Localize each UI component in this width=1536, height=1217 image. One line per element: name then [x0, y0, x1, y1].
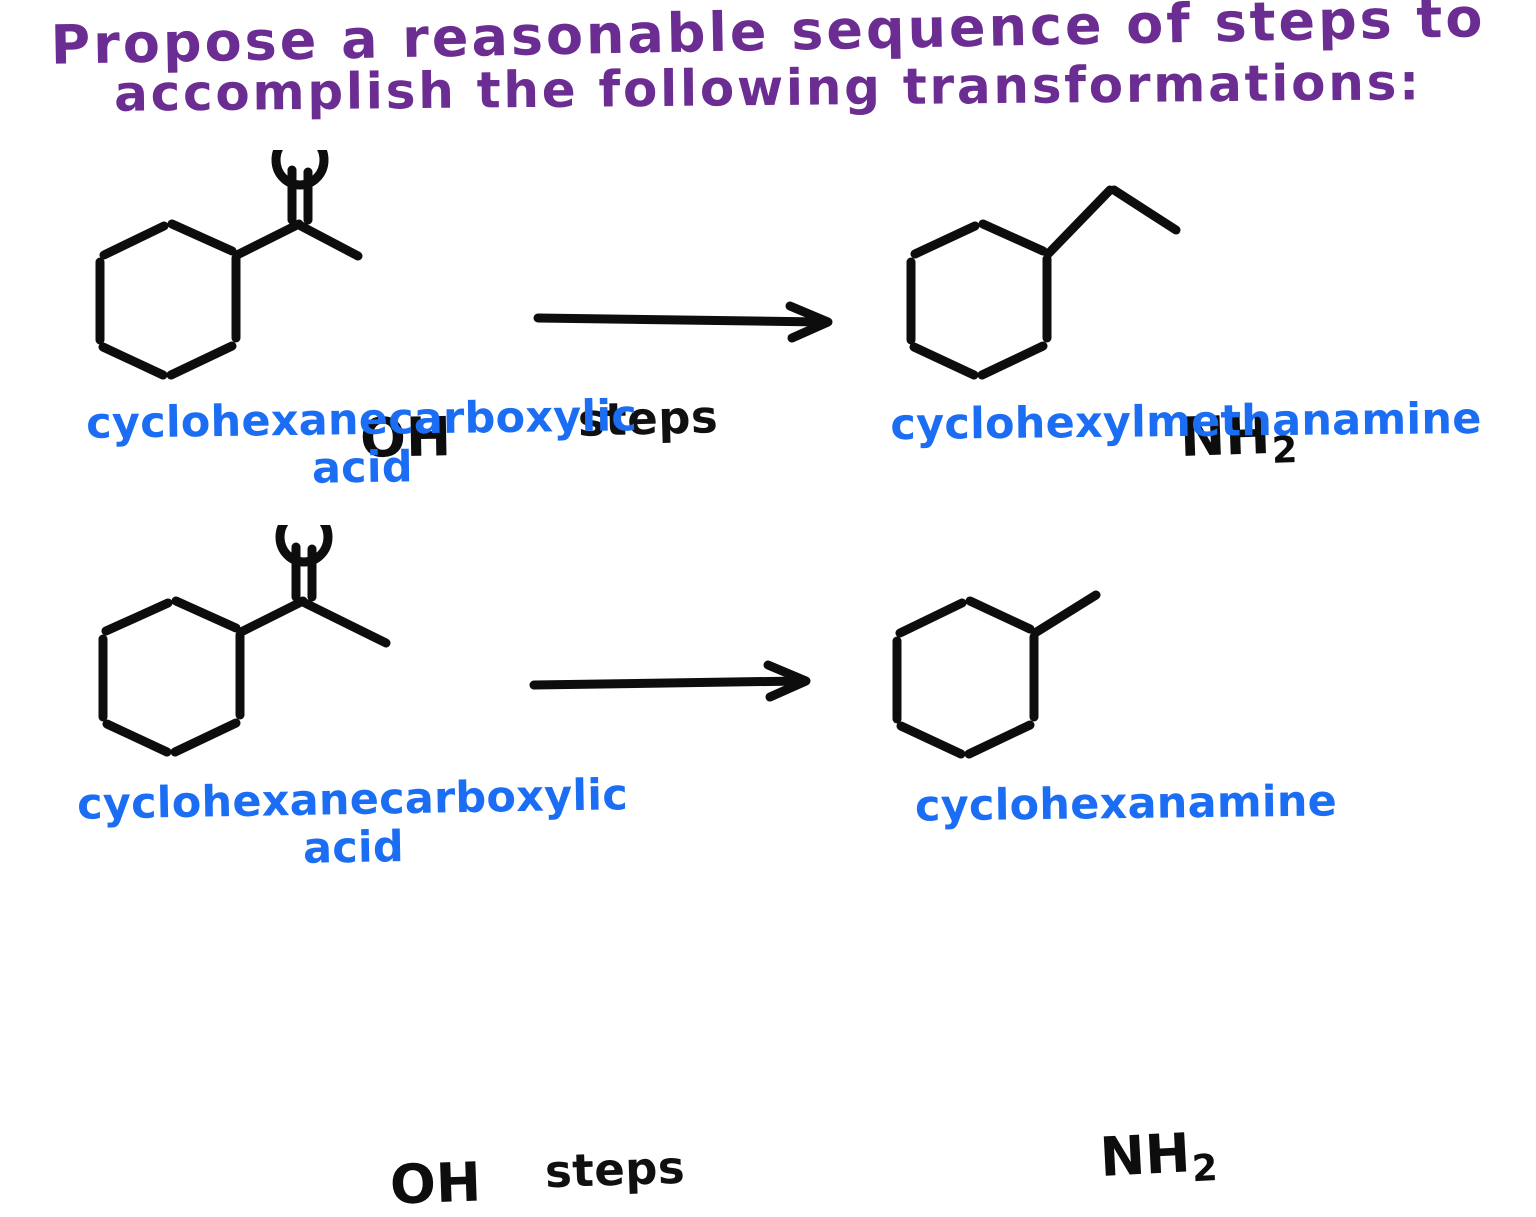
compound-label-line2: acid — [311, 442, 414, 494]
page-title: Propose a reasonable sequence of steps t… — [0, 0, 1536, 123]
reaction-1-structures — [95, 150, 1181, 380]
oxygen-atom-reactant-1 — [271, 150, 329, 190]
oxygen-atom-reactant-2 — [275, 525, 333, 567]
reaction-arrow-2 — [529, 660, 811, 702]
reaction-arrow-1 — [533, 301, 833, 343]
compound-label-line1: cyclohexanecarboxylic — [85, 391, 638, 449]
reaction-2-structures — [98, 525, 1101, 759]
reaction-scheme-2: OH NH2 steps — [0, 525, 1536, 1217]
arrow-label-steps-2: steps — [544, 1140, 686, 1199]
cyclohexane-ring-product-2 — [892, 596, 1039, 759]
title-line-2: accomplish the following transformations… — [113, 53, 1423, 123]
cyclohexane-ring-reactant-1 — [95, 219, 241, 380]
compound-label-product-1: cyclohexylmethanamine — [866, 393, 1506, 451]
compound-label-reactant-2: cyclohexanecarboxylic acid — [27, 770, 679, 878]
carboxyl-group-reactant-2 — [236, 542, 391, 648]
nh2-text: NH — [1098, 1121, 1192, 1190]
atom-label-nh2-product-2: NH2 — [1098, 1120, 1218, 1195]
cyclohexane-ring-product-1 — [906, 219, 1052, 380]
compound-label-line1: cyclohexylmethanamine — [890, 393, 1482, 451]
compound-label-reactant-1: cyclohexanecarboxylic acid — [41, 391, 682, 497]
methylene-bridge-product-1 — [1043, 185, 1181, 259]
compound-label-line1: cyclohexanecarboxylic — [76, 770, 629, 830]
cyclohexane-ring-reactant-2 — [98, 596, 245, 757]
amine-bond-product-2 — [1030, 590, 1101, 638]
nh2-subscript: 2 — [1190, 1146, 1219, 1191]
atom-label-oh-reactant-2: OH — [388, 1150, 483, 1217]
compound-label-product-2: cyclohexanamine — [856, 776, 1397, 832]
reaction-scheme-1: OH NH2 steps — [0, 150, 1536, 510]
compound-label-line1: cyclohexanamine — [914, 776, 1338, 832]
